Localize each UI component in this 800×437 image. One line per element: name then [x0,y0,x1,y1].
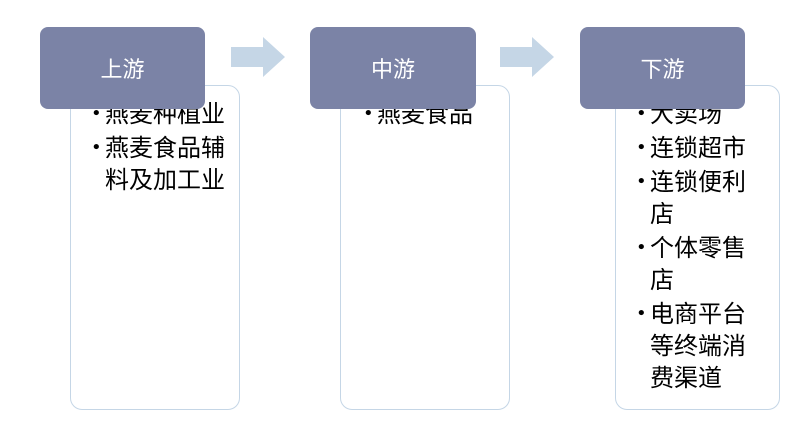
downstream-item: 连锁超市 [636,132,756,164]
downstream-title: 下游 [640,58,685,83]
downstream-item: 个体零售店 [636,232,756,296]
upstream-panel: 燕麦种植业 燕麦食品辅料及加工业 [70,85,240,410]
downstream-item: 连锁便利店 [636,166,756,230]
downstream-item-list: 大卖场 连锁超市 连锁便利店 个体零售店 电商平台等终端消费渠道 [636,98,756,394]
downstream-header: 下游 [580,27,745,109]
right-arrow-icon [500,37,554,77]
downstream-item: 电商平台等终端消费渠道 [636,298,756,394]
midstream-panel: 燕麦食品 [340,85,510,410]
upstream-item: 燕麦食品辅料及加工业 [91,132,226,196]
upstream-title: 上游 [100,58,145,83]
right-arrow-icon [231,37,285,77]
downstream-panel: 大卖场 连锁超市 连锁便利店 个体零售店 电商平台等终端消费渠道 [615,85,780,410]
midstream-header: 中游 [310,27,476,109]
upstream-header: 上游 [40,27,205,109]
midstream-title: 中游 [370,58,415,83]
upstream-item-list: 燕麦种植业 燕麦食品辅料及加工业 [91,98,226,196]
